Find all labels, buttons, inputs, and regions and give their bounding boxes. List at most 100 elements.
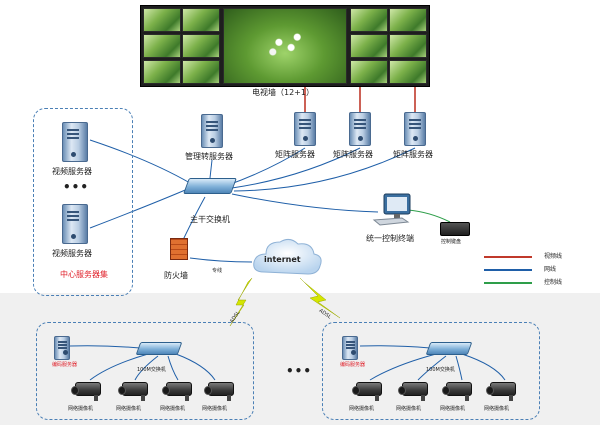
remote-site-1-box <box>36 322 254 420</box>
camera-label: 网络摄像机 <box>484 406 510 412</box>
camera-icon <box>204 382 234 401</box>
cable-site2-switch-to-camera-4 <box>461 353 506 381</box>
internet-label: internet <box>264 255 301 264</box>
video-server-icon <box>62 204 88 244</box>
camera-label: 网络摄像机 <box>349 406 375 412</box>
cable-matrix-3-to-core <box>233 147 416 192</box>
wall-main-screen <box>223 8 347 84</box>
cable-firewall-to-internet <box>189 257 253 263</box>
dedicated-line-label: 专线 <box>212 268 223 274</box>
cable-site2-switch-to-camera-1 <box>369 353 437 381</box>
cable-matrix-1-to-core <box>227 147 306 186</box>
site-switch-icon <box>135 342 183 355</box>
video-server-label: 视频服务器 <box>52 167 92 176</box>
cable-site2-switch-to-camera-2 <box>417 355 447 381</box>
remote-site-2-box <box>322 322 540 420</box>
cable-site1-switch-to-camera-2 <box>134 355 159 381</box>
lightning-internet-to-site1 <box>229 277 253 327</box>
wall-screen <box>143 8 181 32</box>
camera-icon <box>162 382 192 401</box>
control-terminal-icon <box>372 193 411 226</box>
control-line-terminal-to-keyboard <box>407 209 451 223</box>
matrix-server-label: 矩阵服务器 <box>275 150 315 159</box>
camera-label: 网络摄像机 <box>202 406 228 412</box>
firewall-label: 防火墙 <box>164 271 188 280</box>
wall-screen <box>143 34 181 58</box>
management-server-icon <box>201 114 223 148</box>
cluster-ellipsis: ••• <box>63 180 90 194</box>
video-wall-caption: 电视墙（12+1） <box>252 88 314 97</box>
cable-core-to-terminal <box>231 193 379 213</box>
cable-video-server-1-to-core <box>89 139 191 184</box>
control-terminal-label: 统一控制终端 <box>366 234 414 243</box>
network-cables <box>69 139 506 381</box>
video-server-icon <box>62 122 88 162</box>
legend-label-control: 控制线 <box>544 279 563 286</box>
control-keyboard-icon <box>440 222 470 236</box>
camera-label: 网络摄像机 <box>116 406 142 412</box>
wall-screen <box>350 34 388 58</box>
camera-icon <box>398 382 428 401</box>
cable-site1-encoder-to-switch <box>69 345 141 349</box>
encoder-server-label: 编码服务器 <box>340 362 366 368</box>
legend-label-net: 网线 <box>544 266 557 273</box>
matrix-server-icon <box>404 112 426 146</box>
cable-site1-switch-to-camera-4 <box>175 353 216 381</box>
cable-core-to-firewall <box>182 196 206 241</box>
core-switch-icon <box>183 178 237 194</box>
cable-site1-switch-to-camera-1 <box>89 353 149 381</box>
camera-icon <box>352 382 382 401</box>
site-switch-label: 100M交换机 <box>137 367 166 373</box>
video-wall <box>140 5 430 87</box>
wall-screen <box>182 60 220 84</box>
camera-icon <box>71 382 101 401</box>
control-cables <box>407 209 451 223</box>
wall-screen <box>389 8 427 32</box>
wall-screen <box>389 60 427 84</box>
cable-site1-switch-to-camera-3 <box>167 355 179 381</box>
cable-matrix-2-to-core <box>231 147 361 189</box>
legend-label-video: 视频线 <box>544 253 563 260</box>
wall-screen <box>182 8 220 32</box>
matrix-server-icon <box>349 112 371 146</box>
video-cables <box>304 87 416 112</box>
camera-label: 网络摄像机 <box>440 406 466 412</box>
wall-screen <box>389 34 427 58</box>
lightning-internet-to-site2 <box>299 277 341 319</box>
matrix-server-icon <box>294 112 316 146</box>
camera-icon <box>118 382 148 401</box>
cable-site2-switch-to-camera-3 <box>455 355 463 381</box>
matrix-server-label: 矩阵服务器 <box>333 150 373 159</box>
encoder-server-label: 编码服务器 <box>52 362 78 368</box>
control-keyboard-label: 控制键盘 <box>441 239 462 245</box>
camera-label: 网络摄像机 <box>68 406 94 412</box>
wall-screen <box>143 60 181 84</box>
camera-icon <box>442 382 472 401</box>
wall-screen <box>350 60 388 84</box>
cable-management-to-core <box>209 159 213 179</box>
legend-swatches <box>484 256 532 284</box>
matrix-server-label: 矩阵服务器 <box>393 150 433 159</box>
encoder-server-icon <box>342 336 358 360</box>
center-cluster-label: 中心服务器集 <box>60 270 108 279</box>
wall-screen <box>350 8 388 32</box>
camera-icon <box>486 382 516 401</box>
remote-sites-background <box>0 293 600 425</box>
internet-cloud-icon <box>253 238 322 275</box>
wall-screen <box>182 34 220 58</box>
video-server-label: 视频服务器 <box>52 249 92 258</box>
camera-label: 网络摄像机 <box>160 406 186 412</box>
cable-site2-encoder-to-switch <box>359 345 431 349</box>
cable-video-server-2-to-core <box>89 187 191 229</box>
sites-ellipsis: ••• <box>286 364 313 378</box>
core-switch-label: 主干交换机 <box>190 215 230 224</box>
lightning-bolts <box>229 277 341 327</box>
site-switch-icon <box>425 342 473 355</box>
center-cluster-box <box>33 108 133 296</box>
management-server-label: 管理转服务器 <box>185 152 233 161</box>
site-switch-label: 100M交换机 <box>426 367 455 373</box>
firewall-icon <box>170 238 188 260</box>
encoder-server-icon <box>54 336 70 360</box>
